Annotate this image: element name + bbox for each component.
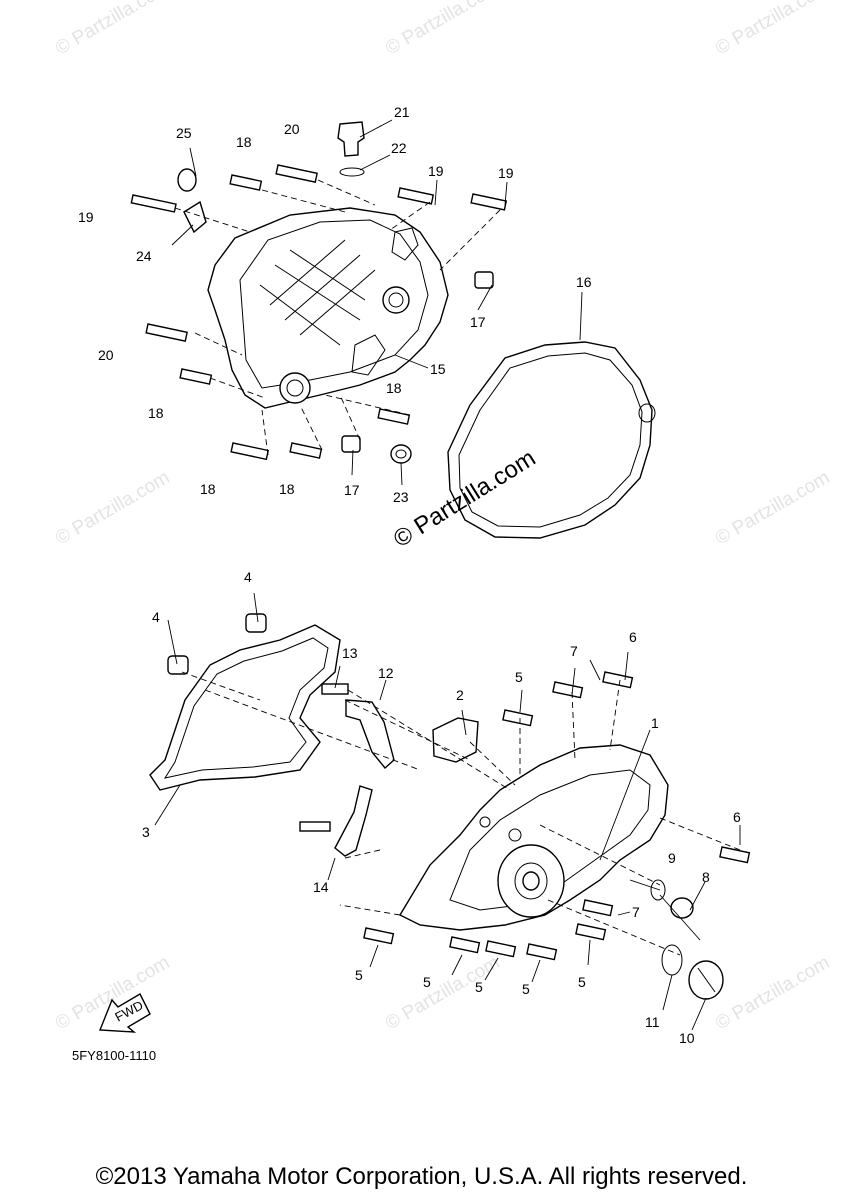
generator-cover-assembly: [149, 592, 751, 1031]
callout-6: 6: [733, 809, 741, 825]
crankcase-cover-assembly: [130, 119, 656, 539]
callout-18: 18: [200, 481, 216, 497]
callout-17: 17: [344, 482, 360, 498]
callout-23: 23: [393, 489, 409, 505]
callout-4: 4: [244, 569, 252, 585]
callout-19: 19: [498, 165, 514, 181]
oil-seal: [177, 168, 197, 192]
callout-14: 14: [313, 879, 329, 895]
callout-22: 22: [391, 140, 407, 156]
callouts: 1 2 3 4 4 5 5 5 5 5 5 6 6 7 7 8 9 10 11 …: [78, 104, 741, 1046]
watermark: © Partzilla.com: [712, 0, 833, 59]
callout-4: 4: [152, 609, 160, 625]
bearing-boss: [382, 286, 410, 314]
callout-17: 17: [470, 314, 486, 330]
crankcase-cover-part: [399, 744, 669, 931]
bolt: [299, 821, 331, 832]
gasket-part: [149, 624, 341, 791]
fwd-arrow-icon: [98, 993, 151, 1033]
seal-boss: [279, 372, 311, 404]
callout-7: 7: [632, 904, 640, 920]
callout-5: 5: [515, 669, 523, 685]
callout-12: 12: [378, 665, 394, 681]
dowel-pin: [167, 655, 189, 675]
callout-13: 13: [342, 645, 358, 661]
watermark: © Partzilla.com: [382, 0, 503, 59]
callout-7: 7: [570, 643, 578, 659]
bracket-part: [345, 699, 395, 770]
connector-part: [432, 717, 479, 763]
watermark: © Partzilla.com: [712, 467, 833, 549]
callout-2: 2: [456, 687, 464, 703]
bolt-group-top: [130, 164, 508, 461]
crankcase-cover-part: [207, 207, 449, 409]
o-ring: [650, 879, 666, 901]
bolt-group-bottom: [363, 671, 751, 961]
hose-clip: [183, 200, 207, 234]
callout-15: 15: [430, 361, 446, 377]
diagram-code: 5FY8100-1110: [72, 1048, 156, 1063]
callout-25: 25: [176, 125, 192, 141]
callout-20: 20: [98, 347, 114, 363]
plug: [670, 897, 694, 919]
callout-18: 18: [279, 481, 295, 497]
watermark: © Partzilla.com: [52, 0, 173, 59]
watermark-center: © Partzilla.com: [389, 444, 540, 553]
callout-18: 18: [148, 405, 164, 421]
dowel-pin: [341, 435, 361, 453]
callout-8: 8: [702, 869, 710, 885]
callout-9: 9: [668, 850, 676, 866]
callout-24: 24: [136, 248, 152, 264]
callout-19: 19: [428, 163, 444, 179]
callout-18: 18: [236, 134, 252, 150]
callout-20: 20: [284, 121, 300, 137]
gasket-part: [447, 341, 653, 539]
watermark: © Partzilla.com: [382, 952, 503, 1034]
callout-5: 5: [578, 974, 586, 990]
callout-5: 5: [522, 981, 530, 997]
watermark: © Partzilla.com: [52, 467, 173, 549]
callout-1: 1: [651, 715, 659, 731]
callout-6: 6: [629, 629, 637, 645]
oil-filler-plug: [337, 121, 365, 157]
callout-10: 10: [679, 1030, 695, 1046]
callout-5: 5: [355, 967, 363, 983]
copyright-notice: ©2013 Yamaha Motor Corporation, U.S.A. A…: [95, 1163, 748, 1190]
watermark: © Partzilla.com: [712, 952, 833, 1034]
o-ring: [661, 944, 683, 976]
dowel-pin: [245, 613, 267, 633]
callout-5: 5: [423, 974, 431, 990]
plate-part: [334, 785, 373, 857]
dowel-pin: [474, 271, 494, 289]
callout-21: 21: [394, 104, 410, 120]
callout-3: 3: [142, 824, 150, 840]
callout-16: 16: [576, 274, 592, 290]
callout-18: 18: [386, 380, 402, 396]
fwd-arrow: FWD: [98, 993, 151, 1033]
bolt: [321, 683, 349, 695]
callout-19: 19: [78, 209, 94, 225]
oil-seal: [390, 444, 412, 464]
callout-11: 11: [645, 1014, 660, 1030]
callout-5: 5: [475, 979, 483, 995]
